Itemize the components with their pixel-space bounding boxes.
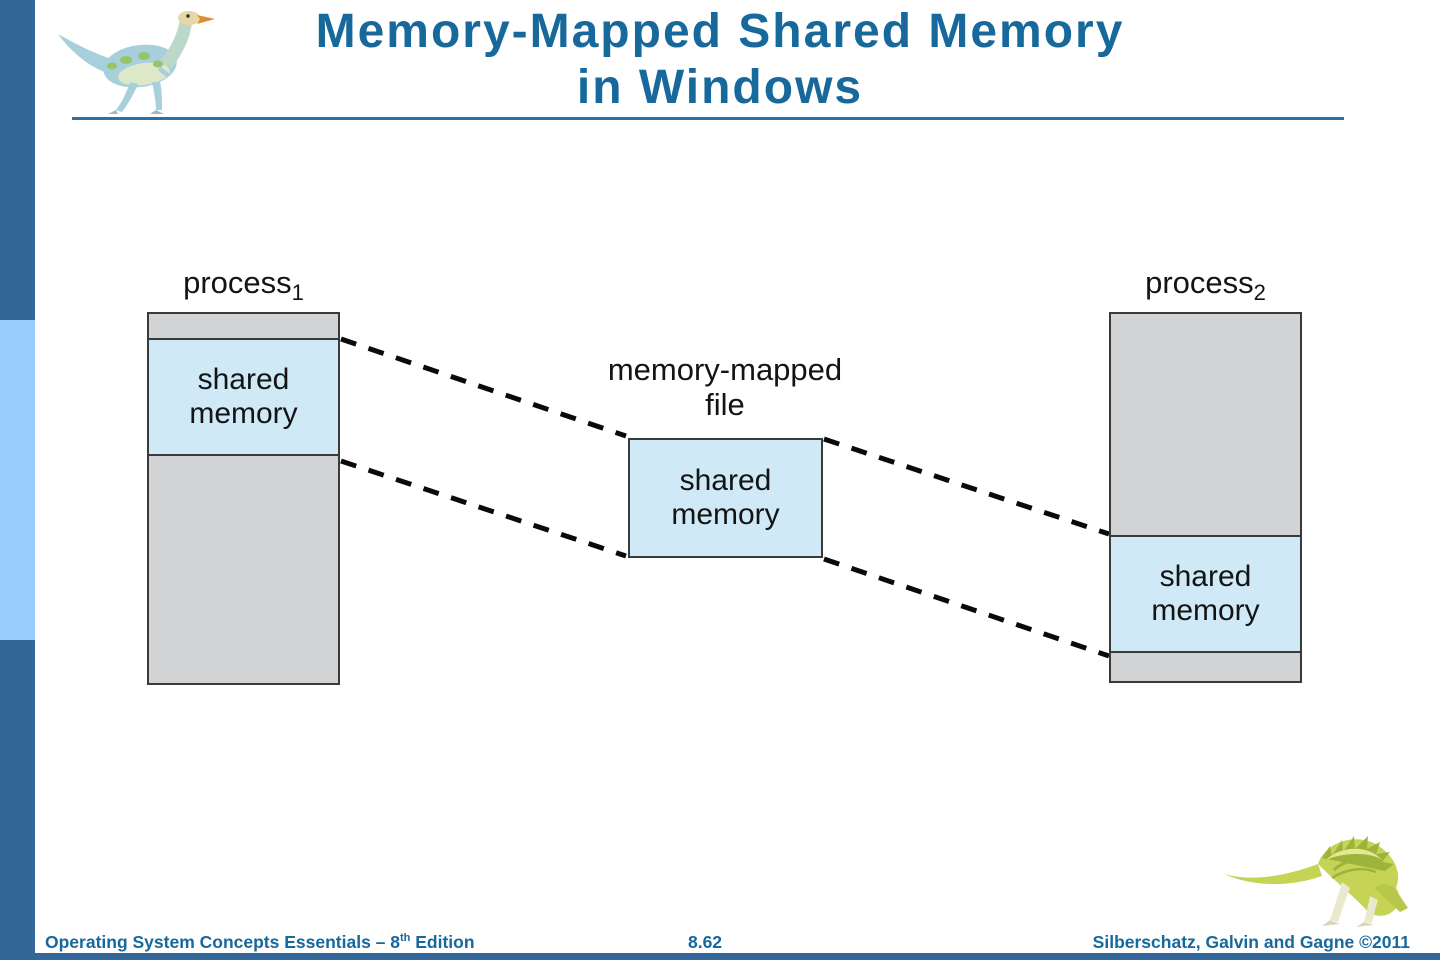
process1-shared-memory-region: shared memory <box>149 338 338 456</box>
sidebar-band-dark-bottom <box>0 640 35 960</box>
shared-line2: memory <box>189 397 298 430</box>
process1-label-text: process <box>183 265 292 300</box>
process1-shared-memory-text: shared memory <box>189 363 297 431</box>
process1-label: process1 <box>147 265 340 306</box>
title-underline <box>72 117 1344 120</box>
sidebar-band-dark-top <box>0 0 35 320</box>
footer-edition-superscript: th <box>400 932 411 945</box>
footer-authors: Silberschatz, Galvin and Gagne ©2011 <box>1092 932 1410 952</box>
mmf-label-line2: file <box>705 387 745 422</box>
title-line-2: in Windows <box>576 61 864 114</box>
footer-edition-suffix: Edition <box>410 932 475 952</box>
process1-label-subscript: 1 <box>291 280 304 305</box>
memory-mapped-file-label: memory-mapped file <box>575 352 875 422</box>
memory-mapped-file-box: shared memory <box>628 438 823 558</box>
process2-shared-memory-text: shared memory <box>1151 560 1259 628</box>
process2-box: shared memory <box>1109 312 1302 683</box>
process2-label-text: process <box>1145 265 1254 300</box>
title-line-1: Memory-Mapped Shared Memory <box>315 5 1125 58</box>
sidebar-bands <box>0 0 35 960</box>
footer-page-number: 8.62 <box>687 932 723 952</box>
shared-line1: shared <box>1159 560 1252 593</box>
shared-line2: memory <box>671 498 780 531</box>
shared-line1: shared <box>679 464 772 497</box>
mmf-shared-memory-text: shared memory <box>671 464 779 532</box>
sidebar-band-light <box>0 320 35 640</box>
footer-book-title: Operating System Concepts Essentials – 8… <box>45 932 475 953</box>
process1-box: shared memory <box>147 312 340 685</box>
bottom-strip <box>0 953 1440 960</box>
dinosaur-logo-icon <box>58 11 215 114</box>
process2-shared-memory-region: shared memory <box>1111 535 1300 653</box>
footer-book-prefix: Operating System Concepts Essentials – 8 <box>45 932 400 952</box>
page-title: Memory-Mapped Shared Memory in Windows <box>0 4 1440 116</box>
process2-label-subscript: 2 <box>1253 280 1266 305</box>
shared-line2: memory <box>1151 594 1260 627</box>
dinosaur-logo-icon <box>1224 836 1408 927</box>
shared-line1: shared <box>197 363 290 396</box>
process2-label: process2 <box>1109 265 1302 306</box>
mmf-label-line1: memory-mapped <box>607 352 843 387</box>
